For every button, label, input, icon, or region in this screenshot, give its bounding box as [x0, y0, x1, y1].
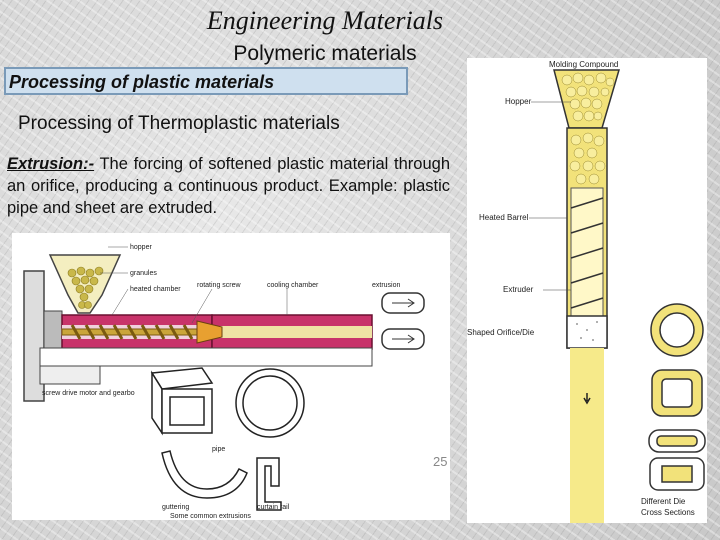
- label-cooling-chamber: cooling chamber: [267, 282, 319, 289]
- compound-pellets: [561, 72, 615, 122]
- section-heading: Processing of plastic materials: [9, 72, 275, 92]
- section-heading-box: Processing of plastic materials: [4, 67, 408, 95]
- slide-subtitle: Polymeric materials: [233, 42, 417, 65]
- extrudate-strip: [212, 326, 372, 338]
- label-extrusion: extrusion: [372, 282, 401, 289]
- pipe-inner: [242, 375, 298, 431]
- extrusion-definition: The forcing of softened plastic material…: [7, 155, 450, 217]
- extrusion-arrows: [392, 298, 415, 344]
- screw-flights: [570, 197, 604, 309]
- extrusion-labels: pipe guttering curtain rail Some common …: [162, 446, 290, 520]
- label-different-die: Different Die: [641, 497, 686, 506]
- label-hopper: Hopper: [505, 97, 532, 106]
- extruder-schematic-svg: hopper granules heated chamber rotating …: [23, 244, 425, 520]
- label-pipe: pipe: [212, 446, 225, 453]
- label-heated-barrel: Heated Barrel: [479, 213, 529, 222]
- cross-section-pipe-inner: [659, 312, 695, 348]
- label-guttering: guttering: [162, 504, 189, 511]
- label-heated-chamber: heated chamber: [130, 286, 181, 293]
- extrusion-paragraph: Extrusion:- The forcing of softened plas…: [7, 153, 450, 219]
- shaped-die: [566, 315, 608, 349]
- label-extruder: Extruder: [503, 285, 534, 294]
- label-leader-lines: [100, 246, 288, 324]
- label-hopper: hopper: [130, 244, 152, 251]
- label-molding-compound: Molding Compound: [549, 60, 618, 69]
- page-number: 25: [433, 454, 448, 469]
- label-screw-drive: screw drive motor and gearbo: [42, 390, 135, 397]
- extrudate-column: [570, 348, 604, 523]
- label-shaped-orifice: Shaped Orifice/Die: [467, 328, 535, 337]
- cross-section-slot-inner: [656, 435, 698, 447]
- machine-base: [39, 347, 373, 367]
- curtain-rail-shape: [256, 457, 282, 511]
- label-rotating-screw: rotating screw: [197, 282, 242, 289]
- guttering-shape: [161, 450, 248, 499]
- cross-section-square-inner: [661, 378, 693, 408]
- cross-section-rect-inner: [661, 465, 693, 483]
- screw-zone: [570, 187, 604, 339]
- die-cross-sections: [648, 303, 706, 491]
- label-cross-sections: Cross Sections: [641, 508, 695, 517]
- die: [196, 320, 223, 344]
- vertical-extruder-figure: Molding Compound Hopper Heated Barrel Ex…: [467, 58, 707, 523]
- vertical-extruder-svg: Molding Compound Hopper Heated Barrel Ex…: [467, 60, 706, 523]
- slide-title: Engineering Materials: [206, 6, 444, 35]
- common-extrusions: [150, 367, 305, 511]
- barrel-pellets: [569, 132, 606, 185]
- extruder-schematic-figure: hopper granules heated chamber rotating …: [12, 233, 450, 520]
- extrusion-term: Extrusion:-: [7, 155, 95, 173]
- flow-arrow-icon: [583, 393, 591, 405]
- label-curtain-rail: curtain rail: [257, 504, 290, 511]
- square-tube-top: [150, 367, 214, 390]
- label-granules: granules: [130, 270, 157, 277]
- square-tube-hole: [169, 396, 205, 426]
- die-speckle: [576, 321, 598, 341]
- base-foot: [39, 365, 101, 385]
- granules-cluster: [67, 266, 104, 309]
- label-caption: Some common extrusions: [170, 513, 251, 520]
- schematic-labels: hopper granules heated chamber rotating …: [42, 244, 401, 397]
- subheading: Processing of Thermoplastic materials: [18, 113, 340, 134]
